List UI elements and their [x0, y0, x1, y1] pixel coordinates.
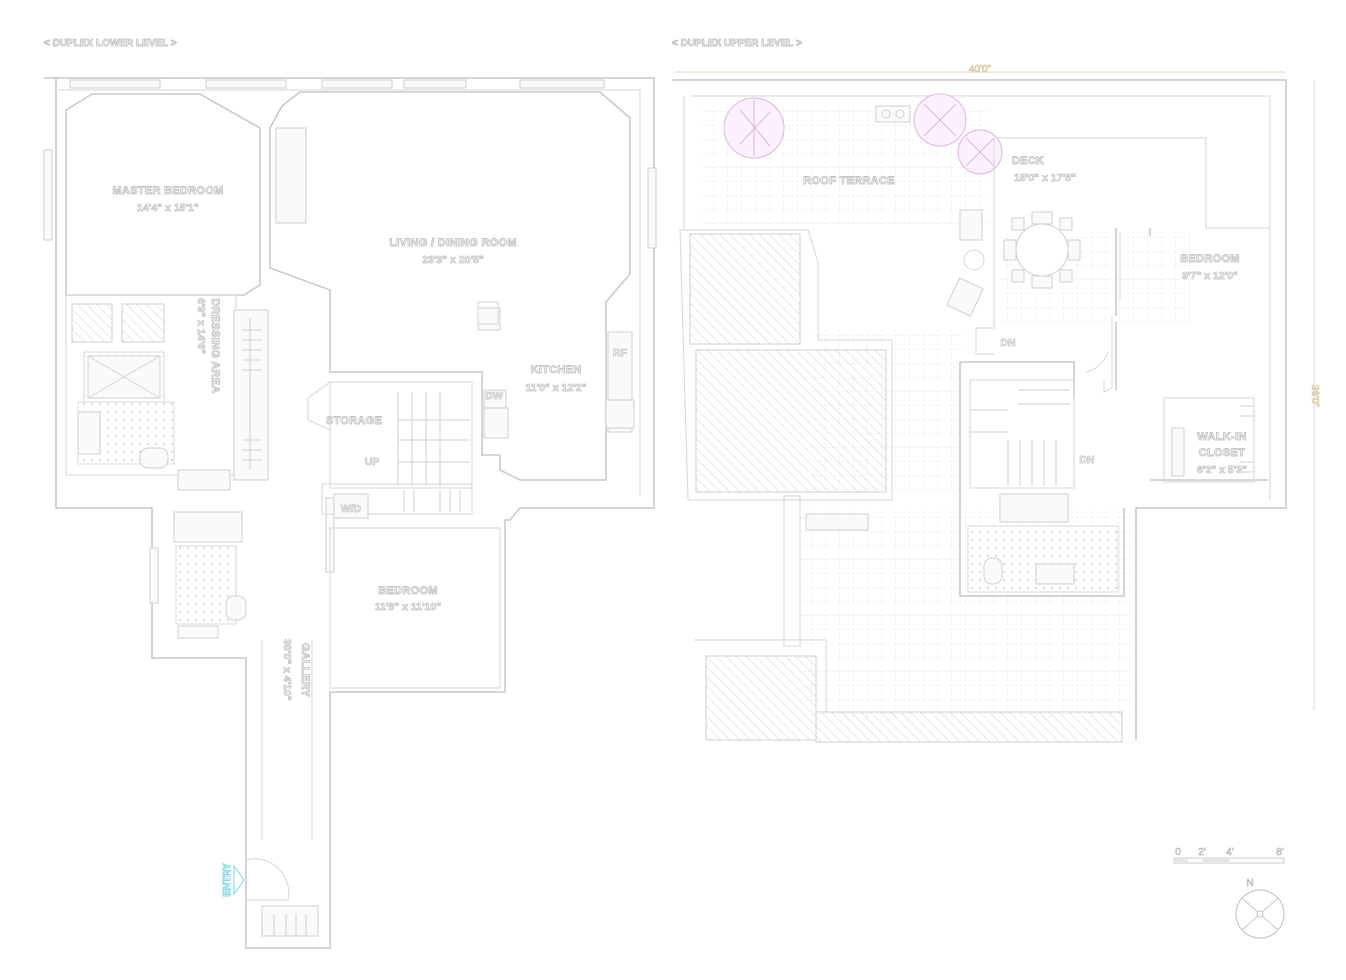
entry-label: ENTRY [222, 863, 233, 897]
planter [689, 233, 801, 345]
scale-tick: 0 [1175, 847, 1181, 858]
entry-door [245, 858, 290, 901]
dressing-area-size: 6'9" x 14'6" [195, 298, 207, 354]
tree-icon [913, 93, 967, 147]
bedroom-upper-size: 9'7" x 12'0" [1182, 270, 1238, 282]
dishwasher-label: DW [485, 390, 503, 402]
down-label-deck: DN [1000, 337, 1015, 349]
gallery-size: 30'0" x 4'10" [281, 639, 293, 701]
compass-icon: N [1235, 878, 1285, 939]
tree-icon [723, 97, 785, 159]
bedroom-upper-name: BEDROOM [1180, 253, 1240, 265]
lower-level-title: < DUPLEX LOWER LEVEL > [44, 38, 177, 49]
upper-outer-wall [672, 79, 1287, 740]
planter [695, 349, 887, 493]
entry-arrow-icon [233, 864, 245, 896]
master-bedroom-size: 14'4" x 15'1" [137, 202, 199, 214]
overall-width: 40'0" [969, 64, 992, 75]
gallery-name: GALLERY [299, 643, 311, 698]
up-label: UP [365, 456, 380, 468]
walk-in-closet-size: 6'2" x 5'3" [1197, 464, 1247, 476]
living-dining-size: 23'3" x 20'5" [422, 254, 484, 266]
planter [815, 711, 1123, 743]
roof-terrace-name: ROOF TERRACE [803, 175, 895, 187]
scale-bar: 0 2' 4' 8' [1173, 847, 1285, 864]
tree-icon [957, 129, 1003, 175]
scale-tick: 2' [1198, 847, 1206, 858]
compass-north: N [1246, 878, 1253, 889]
kitchen-size: 11'0" x 12'2" [525, 382, 586, 394]
lower-stairs [307, 381, 473, 489]
upper-level: < DUPLEX UPPER LEVEL > 40'0" 36'0" [672, 38, 1320, 743]
dressing-area-name: DRESSING AREA [209, 298, 221, 393]
master-bedroom-name: MASTER BEDROOM [112, 185, 223, 197]
washer-dryer-label: W/D [341, 503, 362, 515]
dining-table-icon [1003, 211, 1081, 289]
bedroom-lower-size: 11'8" x 11'10" [375, 601, 441, 613]
walk-in-closet-name-line1: WALK-IN [1197, 431, 1246, 443]
storage-name: STORAGE [326, 415, 382, 427]
living-dining-name: LIVING / DINING ROOM [389, 237, 517, 249]
deck-name: DECK [1012, 155, 1044, 167]
overall-depth: 36'0" [1309, 385, 1320, 408]
scale-tick: 4' [1226, 847, 1234, 858]
bedroom-lower-name: BEDROOM [378, 585, 438, 597]
planter [705, 655, 817, 741]
walk-in-closet-name-line2: CLOSET [1199, 447, 1245, 459]
down-label-stair: DN [1079, 454, 1094, 466]
refrigerator-label: RF [613, 347, 628, 359]
kitchen-name: KITCHEN [531, 364, 582, 376]
deck-size: 15'0" x 17'8" [1014, 172, 1076, 184]
scale-tick: 8' [1276, 847, 1284, 858]
lower-level: < DUPLEX LOWER LEVEL > [43, 38, 657, 949]
upper-level-title: < DUPLEX UPPER LEVEL > [672, 38, 802, 49]
